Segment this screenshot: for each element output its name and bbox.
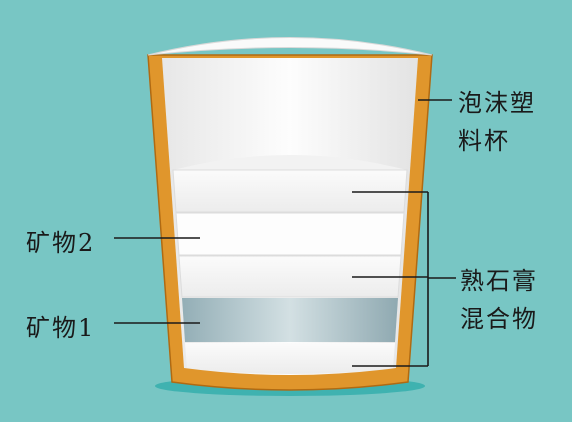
mineral1-layer [182,298,398,342]
plaster-bracket [352,191,456,367]
plaster-mixture-label: 熟石膏 混合物 [460,267,538,333]
plaster-surface [173,155,407,170]
plaster-layer-middle [178,255,402,298]
mineral2-label: 矿物2 [26,229,96,257]
cup-label: 泡沫塑 料杯 [458,89,536,155]
plaster-layer-top [172,169,408,213]
cup-rim [147,37,433,56]
mineral2-layer [175,212,405,256]
mineral1-label: 矿物1 [26,314,96,342]
plaster-layer-bottom [185,343,395,374]
